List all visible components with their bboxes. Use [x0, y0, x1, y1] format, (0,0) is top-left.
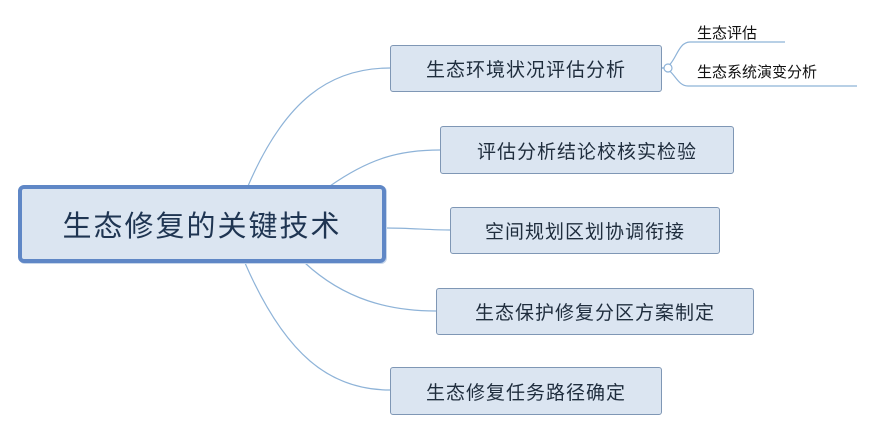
connector-branch-3 — [385, 227, 451, 231]
branch-node-zoning-plan[interactable]: 生态保护修复分区方案制定 — [436, 288, 754, 335]
leaf-ecological-assessment[interactable]: 生态评估 — [697, 24, 758, 42]
collapse-toggle-icon — [663, 63, 673, 73]
connector-branch-5 — [244, 262, 391, 391]
connector-branch-2 — [329, 149, 441, 187]
branch-node-spatial-planning[interactable]: 空间规划区划协调衔接 — [450, 207, 720, 254]
branch-node-conclusion-check[interactable]: 评估分析结论校核实检验 — [440, 126, 734, 174]
root-node[interactable]: 生态修复的关键技术 — [18, 185, 386, 263]
leaf-ecosystem-evolution[interactable]: 生态系统演变分析 — [697, 63, 818, 81]
connector-branch-4 — [304, 262, 437, 312]
branch-node-environment-assessment[interactable]: 生态环境状况评估分析 — [390, 45, 662, 92]
connector-branch-1 — [247, 67, 391, 187]
branch-node-task-path[interactable]: 生态修复任务路径确定 — [390, 367, 662, 415]
